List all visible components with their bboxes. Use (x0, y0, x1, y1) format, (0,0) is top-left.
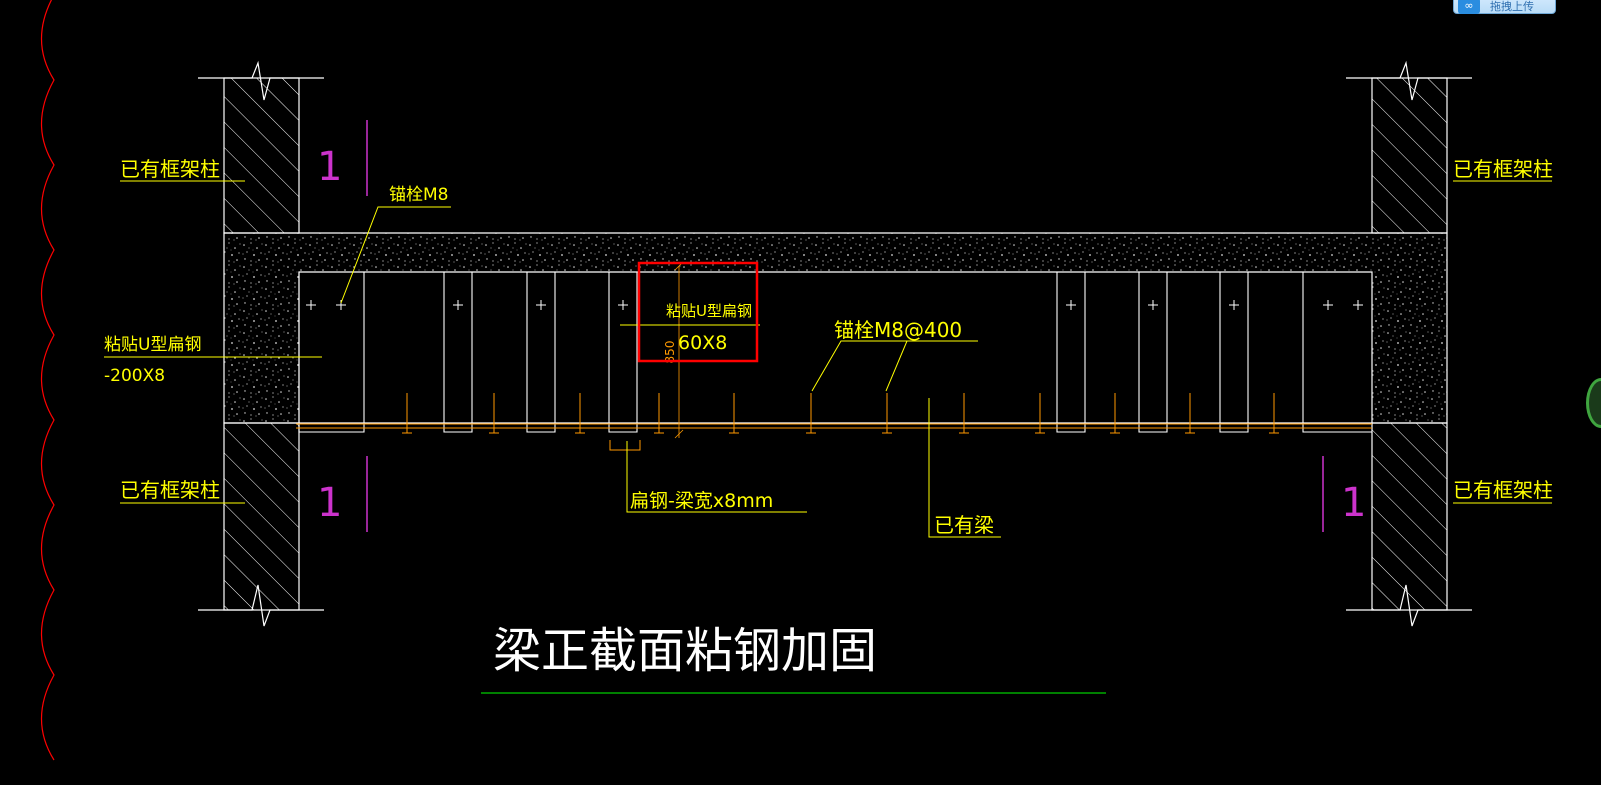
u-steel-plates (298, 272, 1372, 433)
label-flat-steel-width: 扁钢-梁宽x8mm (630, 490, 773, 512)
highlight-box (637, 261, 759, 363)
label-column-bottom-right: 已有框架柱 (1453, 478, 1553, 502)
right-column-bottom (1346, 422, 1472, 627)
leader-lines (104, 180, 1552, 538)
label-existing-beam: 已有梁 (934, 513, 994, 537)
label-anchor-m8-400: 锚栓M8@400 (834, 318, 962, 342)
label-column-top-right: 已有框架柱 (1453, 157, 1553, 181)
label-column-bottom-left: 已有框架柱 (120, 478, 220, 502)
main-title: 梁正截面粘钢加固 (493, 623, 877, 679)
bottom-flat-steel (296, 393, 1372, 451)
section-mark-bottom-right: 1 (1341, 480, 1366, 526)
anchor-bolt-marks (306, 300, 1363, 310)
section-marks (366, 120, 1324, 532)
left-column-top (198, 60, 324, 234)
section-mark-top-left: 1 (317, 144, 342, 190)
label-column-top-left: 已有框架柱 (120, 157, 220, 181)
cloud-link-icon: ∞ (1458, 0, 1480, 14)
section-mark-bottom-left: 1 (317, 480, 342, 526)
label-anchor-m8: 锚栓M8 (389, 185, 448, 205)
label-highlight-size: 60X8 (678, 332, 727, 354)
left-column-bottom (198, 422, 324, 627)
upload-button-label: 拖拽上传 (1490, 0, 1534, 13)
revision-cloud (40, 0, 55, 761)
label-plate-u-size: -200X8 (104, 366, 165, 386)
dimension-850-text: 850 (663, 341, 677, 364)
label-plate-u-title: 粘贴U型扁钢 (104, 335, 201, 355)
upload-button[interactable]: ∞ 拖拽上传 (1453, 0, 1556, 14)
right-column-top (1346, 60, 1472, 234)
label-highlight-title: 粘贴U型扁钢 (666, 302, 752, 320)
